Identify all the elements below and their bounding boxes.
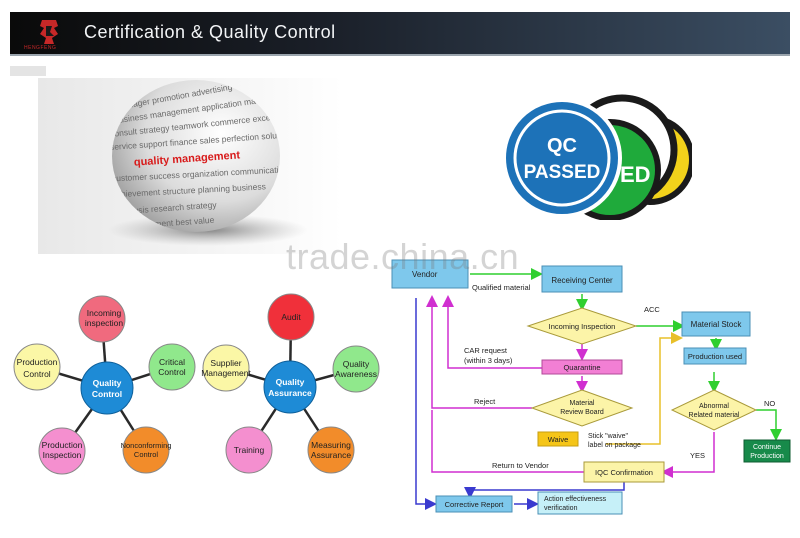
qa-center-line2: Assurance [268,388,312,398]
flow-qualified-label: Qualified material [472,283,531,292]
flow-continue-box [743,439,791,463]
flow-continue-label-line1: Continue [753,444,781,451]
qc-node-incoming-line2: inspection [85,318,124,328]
flow-quarantine-box [541,359,623,375]
flow-acc-label: ACC [644,305,660,314]
flow-production-used-label: Production used [688,352,742,361]
flow-receiving-label: Receiving Center [551,276,613,285]
flow-car-request-label: CAR request [464,346,508,355]
flow-mrb-label-line2: Review Board [560,409,604,416]
flow-yes-label: YES [690,451,705,460]
flow-receiving-box [541,265,623,293]
flow-abnormal-label-line1: Abnormal [699,403,729,410]
logo-text: HENGFENG [24,45,57,51]
qc-node-production-control-line1: Production [17,357,58,367]
badge-passed-text: PASSED [524,162,601,183]
flow-action-label-line2: verification [544,505,578,512]
page-title: Certification & Quality Control [84,22,336,42]
decorative-mark [10,66,46,76]
qa-node-measuring-line2: Assurance [311,450,351,460]
flow-reject-label: Reject [474,397,496,406]
qc-node-critical-line2: Control [158,367,186,377]
watermark-text: trade.china.cn [286,236,520,277]
qa-node-training: Training [234,445,265,455]
qc-node-critical-line1: Critical [159,357,185,367]
flow-iqc-box [583,461,665,483]
qa-node-supplier-line2: Management [201,368,251,378]
flow-stick-label: Stick "waive" [588,433,628,440]
flow-waive-label: Waive [548,435,569,444]
flow-material-stock-box [681,311,751,337]
flow-action-box [537,491,623,515]
qc-center-line1: Quality [93,378,122,388]
flow-production-used-box [683,347,747,365]
flow-incoming-label: Incoming Inspection [549,322,616,331]
qc-passed-badge-image: ED QC PASSED [502,94,692,220]
qc-qa-diagrams: Incoming inspection Critical Control Non… [13,293,380,475]
flow-vendor-box [391,259,469,289]
flow-corrective-label: Corrective Report [445,500,505,509]
incoming-inspection-flowchart: Vendor Qualified material Receiving Cent… [391,259,791,515]
quality-management-ball-image: manager promotion advertising business m… [38,78,342,254]
flow-quarantine-label: Quarantine [563,363,600,372]
flow-corrective-box [435,495,513,513]
quality-control-diagram: Incoming inspection Critical Control Non… [13,295,196,475]
qc-node-nonconforming-line2: Control [134,450,159,459]
flow-mrb-diamond [530,389,634,427]
qc-node-nonconforming-line1: Nonconforming [121,441,172,450]
flow-abnormal-diamond [670,389,758,431]
qa-node-awareness-line1: Quality [343,359,370,369]
flow-mrb-label-line1: Material [570,400,595,407]
flow-continue-label-line2: Production [750,453,784,460]
badge-partial-text: ED [620,162,651,187]
flow-action-label-line1: Action effectiveness [544,496,607,503]
qa-node-awareness-line2: Awareness [335,369,377,379]
qc-node-production-inspection-line1: Production [42,440,83,450]
qa-node-supplier-line1: Supplier [210,358,241,368]
flow-abnormal-label-line2: Related material [689,412,740,419]
flow-incoming-diamond [526,307,638,345]
qa-node-measuring-line1: Measuring [311,440,351,450]
flow-within-days-label: (within 3 days) [464,356,513,365]
qc-node-incoming-line1: Incoming [87,308,122,318]
logo-icon [40,20,58,44]
flow-waive-box [537,431,579,447]
qc-node-production-inspection-line2: Inspection [43,450,82,460]
quality-assurance-diagram: Audit Quality Awareness Measuring Assura… [201,293,380,474]
flow-no-label: NO [764,399,775,408]
flow-return-label: Return to Vendor [492,461,549,470]
qa-center-line1: Quality [276,377,305,387]
flow-material-stock-label: Material Stock [691,320,743,329]
qa-node-audit: Audit [281,312,301,322]
qc-node-production-control-line2: Control [23,369,51,379]
flow-iqc-label: IQC Confirmation [595,468,653,477]
flow-vendor-label: Vendor [412,270,438,279]
badge-qc-text: QC [547,135,577,157]
qc-center-line2: Control [92,389,122,399]
header-bar: HENGFENG Certification & Quality Control [10,12,790,56]
flow-label-package: label on package [588,442,641,449]
